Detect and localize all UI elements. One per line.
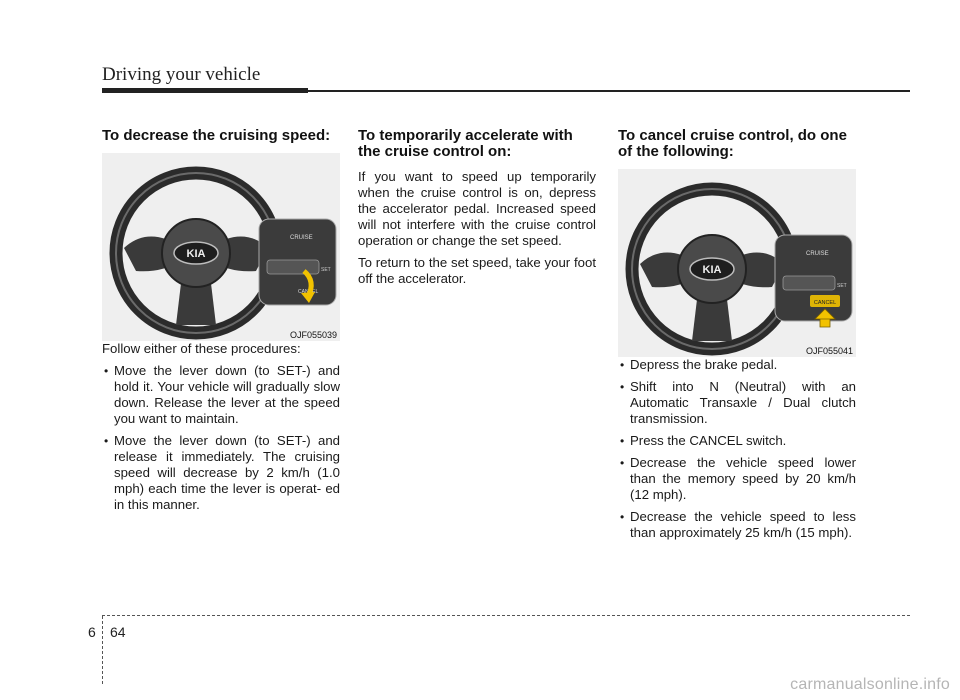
section-heading: To cancel cruise control, do one of the … [618,127,847,160]
svg-text:SET: SET [837,283,847,289]
list-item: Decrease the vehicle speed to less than … [618,509,856,541]
section-decrease-speed: To decrease the cruising speed: KIA CRUI… [102,128,340,519]
steering-wheel-illustration: KIA CRUISE SET CANCEL [625,182,853,356]
figure-steering-wheel-set-lever: KIA CRUISE SET CANCEL OJF055039 [102,153,340,341]
figure-code: OJF055039 [288,330,338,340]
page-title: Driving your vehicle [102,64,261,85]
section-heading: To decrease the cruising speed: [102,127,331,144]
section-cancel-cruise: To cancel cruise control, do one of the … [618,128,856,547]
section-temporary-accelerate: To temporarily accelerate with the cruis… [358,128,596,293]
svg-text:CANCEL: CANCEL [814,300,836,306]
chapter-number: 6 [88,624,96,640]
list-item: Decrease the vehicle speed lower than th… [618,455,856,503]
cancel-method-list: Depress the brake pedal. Shift into N (N… [618,357,856,541]
procedure-list: Move the lever down (to SET-) and hold i… [102,363,340,513]
paragraph: To return to the set speed, take your fo… [358,255,596,286]
watermark: carmanualsonline.info [790,676,950,693]
footer-divider [102,616,103,684]
page-number: 64 [110,624,126,640]
list-item: Move the lever down (to SET-) and hold i… [102,363,340,427]
kia-logo: KIA [703,264,722,276]
figure-steering-wheel-cancel-switch: KIA CRUISE SET CANCEL OJF055041 [618,169,856,357]
list-item: Shift into N (Neutral) with an Automatic… [618,379,856,427]
header-rule [102,90,910,92]
footer-rule [102,615,910,616]
steering-wheel-illustration: KIA CRUISE SET CANCEL [109,166,337,340]
svg-text:SET: SET [321,267,331,273]
list-item: Depress the brake pedal. [618,357,856,373]
svg-text:CRUISE: CRUISE [806,251,829,257]
list-item: Move the lever down (to SET-) and releas… [102,433,340,513]
svg-text:CRUISE: CRUISE [290,235,313,241]
kia-logo: KIA [187,248,206,260]
figure-code: OJF055041 [804,346,854,356]
section-heading: To temporarily accelerate with the cruis… [358,127,573,160]
list-item: Press the CANCEL switch. [618,433,856,449]
procedures-intro: Follow either of these procedures: [102,341,301,356]
header-rule-accent [102,88,308,93]
paragraph: If you want to speed up temporarily when… [358,169,596,248]
